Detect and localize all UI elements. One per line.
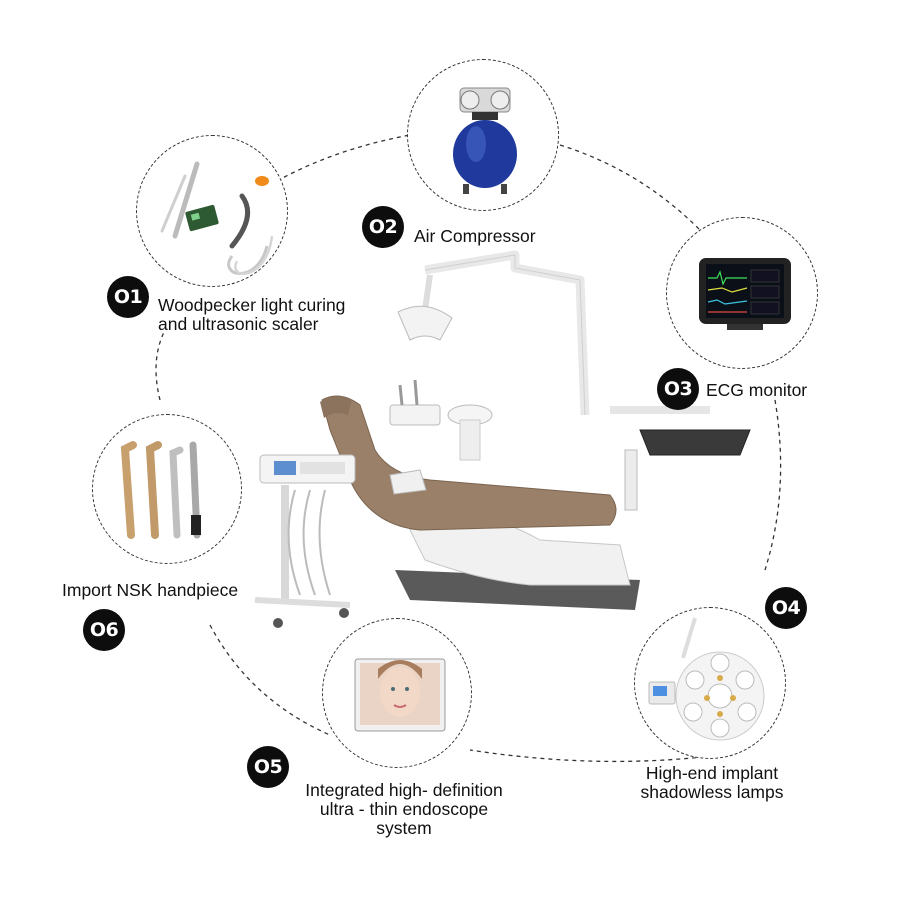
feature-badge-2: O2 [362, 206, 404, 248]
feature-badge-1: O1 [107, 276, 149, 318]
feature-label-3: ECG monitor [706, 380, 808, 400]
feature-badge-3: O3 [657, 368, 699, 410]
feature-badge-6: O6 [83, 609, 125, 651]
compressor-bubble [407, 59, 559, 211]
shadowless-lamp-illustration [648, 617, 765, 741]
feature-label-6: Import NSK handpiece [62, 580, 239, 600]
feature-badge-5: O5 [247, 746, 289, 788]
feature-label-4: High-end implant shadowless lamps [640, 763, 784, 802]
dental-chair-illustration [254, 250, 751, 628]
endoscope-screen-illustration [354, 658, 446, 732]
nsk-handpiece-illustration [120, 441, 201, 539]
feature-badge-4: O4 [765, 587, 807, 629]
endoscope-bubble [322, 618, 472, 768]
lamp-bubble [634, 607, 786, 759]
ecg-monitor-illustration [699, 258, 791, 330]
scaler-bubble [136, 135, 288, 287]
feature-label-2: Air Compressor [414, 226, 536, 246]
ecg-bubble [666, 217, 818, 369]
feature-label-1: Woodpecker light curing and ultrasonic s… [158, 295, 346, 334]
feature-label-5: Integrated high- definition ultra - thin… [305, 780, 503, 838]
scaler-illustration [160, 161, 274, 275]
handpiece-bubble [92, 414, 242, 564]
compressor-illustration [453, 87, 517, 194]
